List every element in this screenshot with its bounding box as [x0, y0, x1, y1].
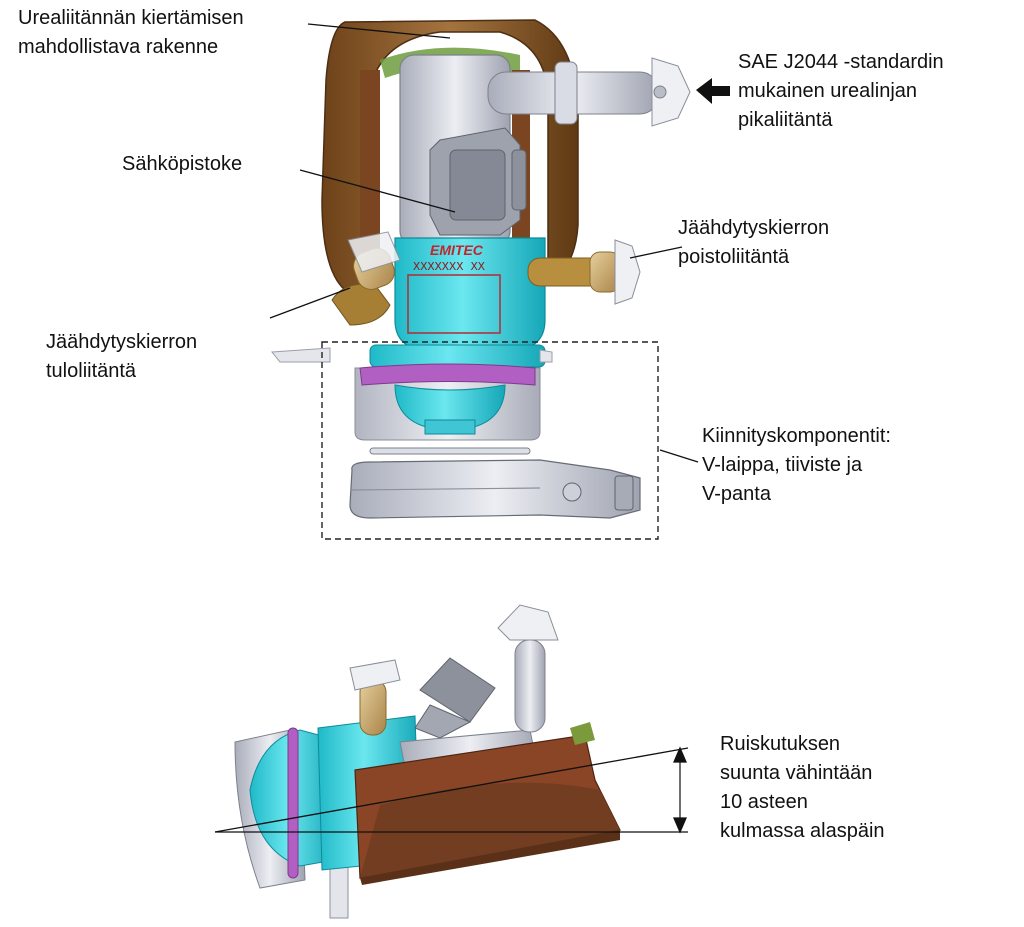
electrical-plug	[429, 127, 527, 236]
label-coolant-outlet: Jäähdytyskierron poistoliitäntä	[678, 217, 830, 268]
label-sae-connector: SAE J2044 -standardin mukainen urealinja…	[738, 51, 944, 131]
mounting-components-outline	[321, 341, 659, 540]
label-electrical-plug: Sähköpistoke	[122, 153, 243, 175]
coolant-inlet-port	[331, 231, 401, 326]
product-code: XXXXXXX XX	[413, 260, 485, 274]
upper-assembly: EMITEC XXXXXXX XX	[271, 19, 691, 368]
leader-lines	[214, 23, 699, 834]
arrow-left-icon	[696, 78, 730, 104]
label-coolant-inlet: Jäähdytyskierron tuloliitäntä	[46, 331, 198, 382]
label-rotation-structure: Urealiitännän kiertämisen mahdollistava …	[18, 7, 244, 58]
label-mounting-components: Kiinnityskomponentit: V-laippa, tiiviste…	[702, 425, 891, 505]
brand-logo: EMITEC	[430, 242, 484, 258]
label-spray-direction: Ruiskutuksen suunta vähintään 10 asteen …	[720, 733, 885, 842]
mounting-components	[321, 341, 659, 540]
coolant-outlet-port	[527, 239, 641, 305]
sae-quick-connector	[487, 57, 691, 127]
seal-gasket	[369, 447, 531, 455]
lower-assembly-side-view	[234, 604, 621, 919]
